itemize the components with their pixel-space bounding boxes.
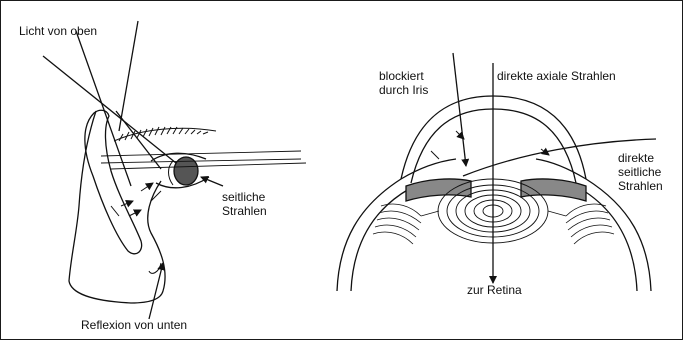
lateral-ray-arrow [201,177,223,186]
label-direct-lateral-rays: direkte seitliche Strahlen [618,151,663,193]
left-head-illustration [43,21,306,319]
ciliary-body-left [373,204,421,244]
label-to-retina: zur Retina [467,283,522,297]
eye-rays [101,151,306,169]
light-ray-from-above-4 [116,111,161,169]
iris-left [406,179,471,201]
label-blocked-by-iris: blockiert durch Iris [379,69,428,97]
sclera-inner [351,189,409,291]
light-ray-from-above-2 [43,56,176,163]
label-direct-axial-rays: direkte axiale Strahlen [497,69,616,83]
brow-ridge-outline [85,110,142,254]
label-reflection-from-below: Reflexion von unten [81,318,187,332]
blocked-ray-arrow [453,53,466,166]
light-ray-from-above-1 [119,21,138,131]
label-light-from-above: Licht von oben [19,24,97,38]
label-lateral-rays: seitliche Strahlen [222,190,267,218]
